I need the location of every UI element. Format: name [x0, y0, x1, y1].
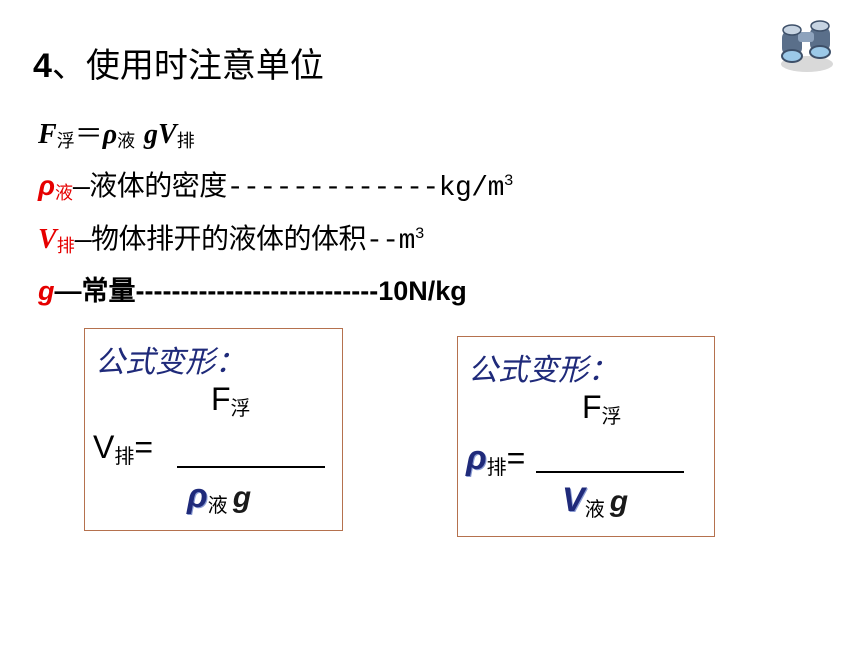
def-V-symbol: V [38, 224, 57, 255]
box2-den-V: V [562, 481, 585, 519]
box2-lhs-sub: 排 [486, 455, 507, 479]
formula-F: F [38, 119, 57, 150]
definition-density: ρ液—液体的密度-------------kg/m3 [38, 170, 514, 204]
formula-V: V [158, 119, 177, 150]
def-rho-sub: 液 [54, 183, 73, 204]
box1-lhs-sub: 排 [114, 444, 135, 468]
box1-heading: 公式变形： [95, 345, 245, 380]
formula-g: g [144, 119, 159, 150]
box2-lhs-eq: = [506, 440, 526, 476]
box1-lhs: V排= [93, 429, 153, 469]
box2-den-g: g [609, 485, 629, 518]
def-rho-text: —液体的密度-------------kg/m [72, 173, 504, 204]
def-rho-symbol: ρ [38, 170, 55, 201]
box1-den-rho: ρ [187, 477, 208, 515]
formula-V-sub: 排 [176, 131, 195, 152]
def-V-sup: 3 [414, 225, 425, 243]
formula-box-volume: 公式变形： F浮 V排= ρ液 g [84, 328, 343, 531]
binoculars-icon [781, 20, 833, 72]
def-V-sub: 排 [56, 236, 75, 257]
box2-fraction-line [536, 471, 684, 473]
def-g-symbol: g [38, 276, 55, 306]
def-g-text: —常量---------------------------10N/kg [54, 276, 467, 306]
box1-denominator: ρ液 g [187, 477, 251, 518]
formula-rho: ρ [102, 119, 118, 150]
box1-den-g: g [232, 481, 252, 514]
title-text: 、使用时注意单位 [51, 46, 324, 86]
box1-num-sub: 浮 [230, 396, 251, 420]
def-rho-sup: 3 [503, 172, 514, 190]
page-title: 4、使用时注意单位 [33, 38, 324, 87]
definition-volume: V排—物体排开的液体的体积--m3 [38, 224, 425, 257]
box1-fraction-line [177, 466, 325, 468]
box2-numerator: F浮 [582, 389, 622, 429]
definition-g: g—常量---------------------------10N/kg [38, 278, 467, 305]
box2-num-F: F [582, 389, 602, 425]
box1-lhs-eq: = [134, 429, 154, 465]
box2-num-sub: 浮 [601, 404, 622, 428]
def-V-text: —物体排开的液体的体积--m [74, 226, 416, 257]
box1-den-sub: 液 [207, 493, 228, 517]
box2-lhs: ρ排= [466, 439, 525, 480]
box2-lhs-rho: ρ [466, 439, 487, 477]
buoyancy-formula: F浮＝ρ液 gV排 [38, 120, 195, 151]
formula-F-sub: 浮 [56, 131, 75, 152]
formula-eq: ＝ [74, 117, 103, 150]
box2-denominator: V液 g [562, 481, 628, 522]
box1-numerator: F浮 [211, 381, 251, 421]
box1-num-F: F [211, 381, 231, 417]
title-number: 4 [33, 47, 52, 85]
formula-box-density: 公式变形： F浮 ρ排= V液 g [457, 336, 715, 537]
box2-heading: 公式变形： [468, 353, 618, 388]
formula-rho-sub: 液 [117, 131, 136, 152]
box2-den-sub: 液 [584, 497, 605, 521]
box1-lhs-V: V [93, 429, 115, 465]
